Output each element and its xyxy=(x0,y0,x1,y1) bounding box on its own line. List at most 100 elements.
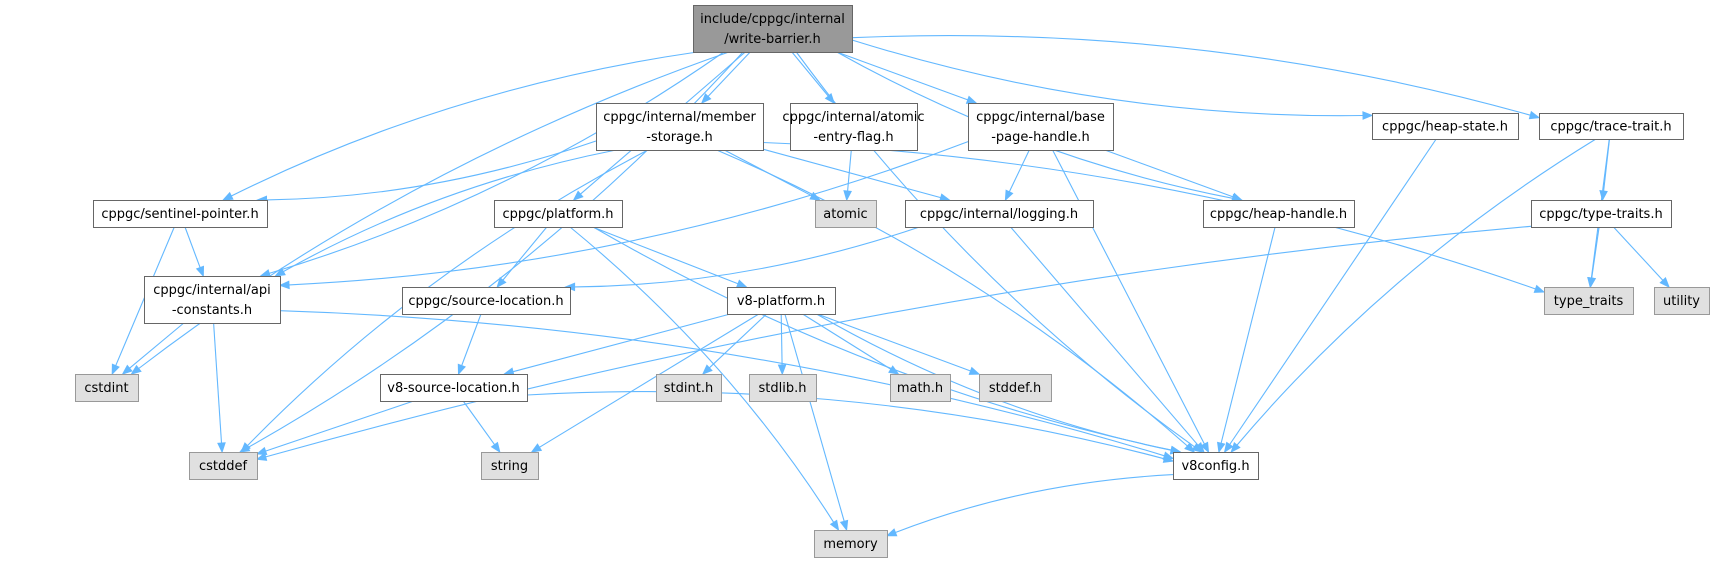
node-label: v8-source-location.h xyxy=(387,381,519,396)
node-label: memory xyxy=(823,537,878,552)
node-base-page-handle[interactable]: cppgc/internal/base-page-handle.h xyxy=(968,103,1114,151)
edge-line xyxy=(462,400,496,446)
node-v8-platform[interactable]: v8-platform.h xyxy=(727,287,836,315)
edge-line xyxy=(1008,149,1030,193)
edge-api_constants-to-cstdint xyxy=(121,322,185,375)
edge-line xyxy=(817,313,971,372)
edge-logging-to-v8config xyxy=(1010,226,1205,454)
node-atomic-entry-flag[interactable]: cppgc/internal/atomic-entry-flag.h xyxy=(782,103,925,151)
node-box xyxy=(790,103,918,151)
arrowhead xyxy=(530,443,543,453)
node-string: string xyxy=(481,452,539,480)
node-box xyxy=(905,200,1094,228)
edge-member_storage-to-sentinel_pointer xyxy=(256,140,597,205)
node-sentinel-pointer[interactable]: cppgc/sentinel-pointer.h xyxy=(93,200,268,228)
node-label: type_traits xyxy=(1554,294,1624,309)
edge-heap_handle-to-v8config xyxy=(1217,226,1276,454)
arrowhead xyxy=(111,363,120,376)
node-api-constants[interactable]: cppgc/internal/api -constants.h xyxy=(144,276,281,324)
node-label: stdint.h xyxy=(664,381,713,396)
node-label: -entry-flag.h xyxy=(813,130,893,145)
edge-write_barrier-to-member_storage xyxy=(700,51,751,104)
node-stdlib-h: stdlib.h xyxy=(749,374,817,402)
node-box xyxy=(380,374,528,402)
edge-line xyxy=(836,51,968,101)
node-label: stddef.h xyxy=(989,381,1041,396)
arrowhead xyxy=(217,442,226,454)
node-math-h: math.h xyxy=(890,374,951,402)
node-platform[interactable]: cppgc/platform.h xyxy=(494,200,623,228)
edge-line xyxy=(1591,226,1600,279)
edge-line xyxy=(569,226,835,523)
edge-member_storage-to-v8config xyxy=(716,149,1196,453)
edge-line xyxy=(707,51,751,97)
edge-heap_state-to-v8config xyxy=(1223,138,1437,454)
node-box xyxy=(727,287,836,315)
arrowhead xyxy=(195,265,205,278)
arrowhead xyxy=(274,267,286,277)
edge-write_barrier-to-heap_state xyxy=(851,39,1374,120)
edge-source_location-to-v8_source_location xyxy=(457,313,482,376)
arrowhead xyxy=(1528,110,1541,120)
node-box xyxy=(890,374,951,402)
node-label: cstddef xyxy=(199,459,248,474)
edge-line xyxy=(279,310,1165,457)
arrowhead xyxy=(839,519,849,532)
node-label: cppgc/internal/api xyxy=(153,283,271,298)
edge-platform-to-source_location xyxy=(496,226,548,289)
edge-platform-to-v8_platform xyxy=(592,226,748,288)
edge-member_storage-to-logging xyxy=(762,148,951,202)
node-box xyxy=(93,200,268,228)
edge-trace_trait-to-v8config xyxy=(1230,138,1597,454)
node-box xyxy=(693,5,853,53)
arrowhead xyxy=(1599,190,1608,202)
arrowhead xyxy=(843,190,852,202)
edge-v8_source_location-to-cstddef xyxy=(255,400,414,456)
node-label: cppgc/internal/member xyxy=(603,110,756,125)
arrowhead xyxy=(735,279,748,288)
node-label: cppgc/type-traits.h xyxy=(1539,207,1662,222)
edge-write_barrier-to-api_constants xyxy=(259,51,725,278)
node-trace-trait[interactable]: cppgc/trace-trait.h xyxy=(1539,113,1684,140)
arrowhead xyxy=(1194,441,1205,454)
arrowhead xyxy=(457,363,466,376)
node-heap-state[interactable]: cppgc/heap-state.h xyxy=(1372,113,1519,140)
arrowhead xyxy=(259,269,271,278)
edge-line xyxy=(283,149,617,273)
node-box xyxy=(979,374,1052,402)
edge-line xyxy=(784,313,845,522)
edge-line xyxy=(1104,149,1234,198)
edge-v8config-to-memory xyxy=(885,474,1174,537)
node-label: cstdint xyxy=(84,381,128,396)
edge-logging-to-source_location xyxy=(564,226,920,292)
node-stddef-h: stddef.h xyxy=(979,374,1052,402)
edge-type_traits_h-to-type_traits xyxy=(1587,226,1600,289)
edge-line xyxy=(461,313,482,366)
node-box xyxy=(656,374,722,402)
node-type-traits-h[interactable]: cppgc/type-traits.h xyxy=(1531,200,1672,228)
edge-write_barrier-to-trace_trait xyxy=(851,35,1541,120)
node-label: -constants.h xyxy=(172,303,252,318)
node-box xyxy=(1372,113,1519,140)
node-write-barrier[interactable]: include/cppgc/internal/write-barrier.h xyxy=(693,5,853,53)
node-v8config[interactable]: v8config.h xyxy=(1173,452,1259,480)
edge-line xyxy=(269,51,725,274)
node-member-storage[interactable]: cppgc/internal/member-storage.h xyxy=(596,103,764,151)
edge-line xyxy=(502,226,548,281)
node-heap-handle[interactable]: cppgc/heap-handle.h xyxy=(1203,200,1355,228)
node-logging[interactable]: cppgc/internal/logging.h xyxy=(905,200,1094,228)
node-label: cppgc/heap-handle.h xyxy=(1210,207,1347,222)
edge-line xyxy=(1229,138,1437,445)
node-box xyxy=(481,452,539,480)
edge-line xyxy=(184,226,201,268)
node-source-location[interactable]: cppgc/source-location.h xyxy=(402,287,571,315)
node-box xyxy=(1654,287,1710,315)
edge-v8_platform-to-math_h xyxy=(802,313,900,375)
node-label: v8-platform.h xyxy=(737,294,825,309)
edge-line xyxy=(592,226,1172,451)
node-v8-source-location[interactable]: v8-source-location.h xyxy=(380,374,528,402)
edge-v8_source_location-to-v8config xyxy=(526,391,1175,463)
edge-line xyxy=(288,141,969,286)
arrowhead xyxy=(777,364,787,376)
edge-platform-to-memory xyxy=(569,226,840,532)
